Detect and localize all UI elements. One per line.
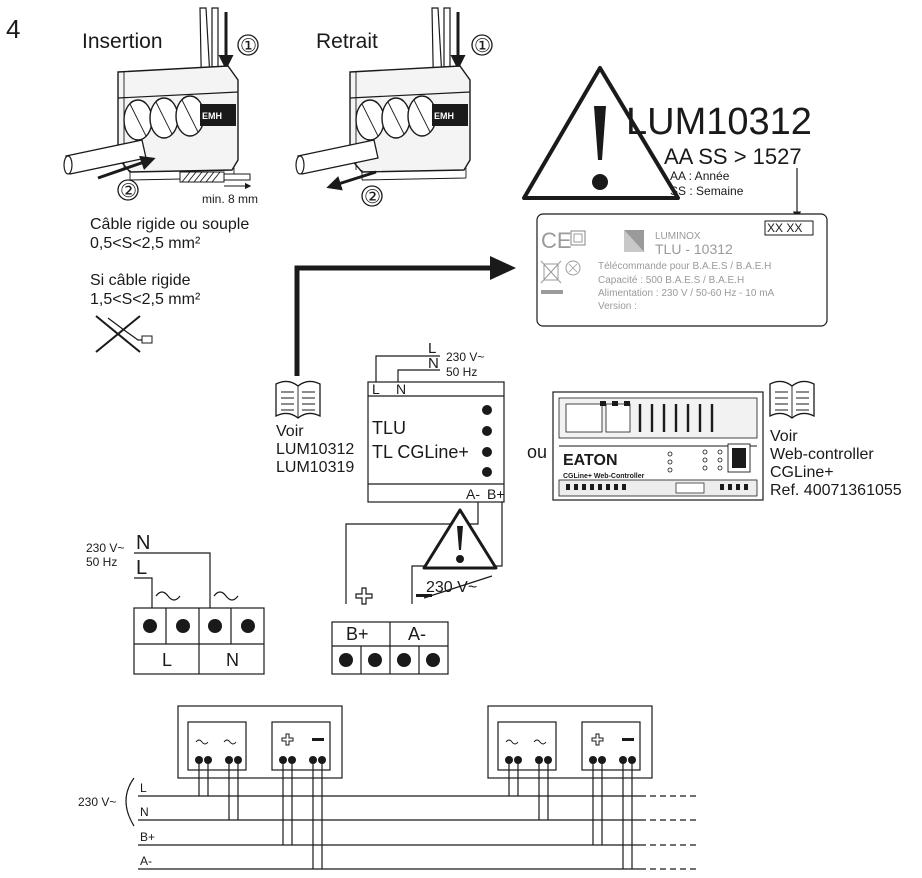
led-4 bbox=[482, 467, 492, 477]
warning-triangle-icon bbox=[522, 66, 680, 200]
ce-mark: CE bbox=[541, 228, 572, 253]
see-right-line2: CGLine+ bbox=[770, 464, 834, 481]
forbidden-cable-icon bbox=[95, 315, 153, 353]
power-cell-n: N bbox=[226, 650, 239, 670]
date-code-box bbox=[764, 220, 814, 236]
power-freq: 50 Hz bbox=[86, 555, 117, 569]
cable-note-line1: Câble rigide ou souple bbox=[90, 216, 249, 233]
label-model: TLU - 10312 bbox=[655, 241, 733, 257]
strip-length-label: min. 8 mm bbox=[202, 192, 258, 206]
power-cell-l: L bbox=[162, 650, 172, 670]
label-brand: LUMINOX bbox=[655, 231, 701, 242]
product-label: CE XX XX LUMINOX TLU - 10312 Télécommand… bbox=[536, 213, 828, 327]
see-left-ref1: LUM10312 bbox=[276, 441, 354, 458]
rigid-cable-line2: 1,5<S<2,5 mm² bbox=[90, 291, 201, 308]
supply-voltage: 230 V~ bbox=[446, 350, 484, 364]
wiring-line-l: L bbox=[140, 781, 147, 795]
insertion-title: Insertion bbox=[82, 30, 163, 53]
tlu-module: L N 230 V~ 50 Hz L N TLU TL CGLine+ A- B… bbox=[367, 340, 505, 503]
label-line3: Alimentation : 230 V / 50-60 Hz - 10 mA bbox=[598, 288, 775, 299]
led-3 bbox=[482, 447, 492, 457]
wiring-line-n: N bbox=[140, 805, 149, 819]
power-wire-n: N bbox=[136, 532, 150, 554]
bus-terminal-block: 230 V~ B+ A- bbox=[331, 502, 503, 675]
label-line1: Télécommande pour B.A.E.S / B.A.E.H bbox=[598, 261, 771, 272]
warning-legend-ss: SS : Semaine bbox=[670, 184, 744, 198]
retrait-step1: ① bbox=[474, 36, 491, 57]
see-right-line1: Web-controller bbox=[770, 446, 874, 463]
see-left-voir: Voir bbox=[276, 423, 304, 440]
wiring-voltage: 230 V~ bbox=[78, 795, 116, 809]
module-name1: TLU bbox=[372, 418, 406, 438]
controller-subtitle: CGLine+ Web-Controller bbox=[563, 473, 645, 480]
see-left-ref2: LUM10319 bbox=[276, 459, 354, 476]
module-term-b: B+ bbox=[487, 486, 505, 502]
wiring-line-b: B+ bbox=[140, 830, 155, 844]
warning-legend-aa: AA : Année bbox=[670, 169, 730, 183]
warning-code: AA SS > 1527 bbox=[664, 144, 802, 169]
retrait-illustration: Retrait ① EMH ② bbox=[295, 7, 493, 208]
see-right-voir: Voir bbox=[770, 428, 798, 445]
led-1 bbox=[482, 405, 492, 415]
bus-cell-a: A- bbox=[408, 624, 426, 644]
warning-model: LUM10312 bbox=[626, 101, 812, 143]
book-icon-right bbox=[769, 380, 815, 419]
step-number: 4 bbox=[6, 14, 20, 44]
see-right-ref: Ref. 40071361055 bbox=[770, 482, 902, 499]
insertion-illustration: Insertion ① EMH ② min. 8 mm bbox=[63, 7, 259, 206]
power-n-label: N bbox=[428, 355, 439, 372]
retrait-step2: ② bbox=[364, 187, 381, 208]
module-term-a: A- bbox=[466, 486, 480, 502]
book-icon-left bbox=[275, 380, 321, 419]
module-term-n: N bbox=[396, 381, 406, 397]
power-voltage: 230 V~ bbox=[86, 541, 124, 555]
svg-text:EMH: EMH bbox=[434, 111, 454, 121]
power-terminal-block: 230 V~ 50 Hz N L L N bbox=[86, 532, 265, 675]
rigid-cable-line1: Si câble rigide bbox=[90, 272, 191, 289]
label-line2: Capacité : 500 B.A.E.S / B.A.E.H bbox=[598, 275, 744, 286]
weee-bin-icon bbox=[540, 260, 563, 294]
insertion-step2: ② bbox=[120, 181, 137, 202]
cable-note-line2: 0,5<S<2,5 mm² bbox=[90, 235, 201, 252]
power-l-label: L bbox=[428, 340, 436, 357]
web-controller: EATON CGLine+ Web-Controller bbox=[552, 391, 764, 501]
daisy-chain-wiring: 230 V~ L N B+ A- bbox=[78, 705, 700, 870]
led-2 bbox=[482, 426, 492, 436]
retrait-title: Retrait bbox=[316, 30, 378, 53]
insertion-step1: ① bbox=[240, 36, 257, 57]
supply-freq: 50 Hz bbox=[446, 365, 477, 379]
wiring-line-a: A- bbox=[140, 854, 152, 868]
controller-brand: EATON bbox=[563, 452, 618, 469]
power-wire-l: L bbox=[136, 557, 147, 579]
bus-cell-b: B+ bbox=[346, 624, 369, 644]
module-term-l: L bbox=[372, 381, 380, 397]
module-name2: TL CGLine+ bbox=[372, 442, 469, 462]
ou-label: ou bbox=[527, 442, 547, 462]
no-voltage-label: 230 V~ bbox=[426, 579, 477, 596]
label-line4: Version : bbox=[598, 301, 637, 312]
date-code-text: XX XX bbox=[767, 221, 802, 235]
svg-text:EMH: EMH bbox=[202, 111, 222, 121]
recycle-icon bbox=[565, 260, 581, 276]
